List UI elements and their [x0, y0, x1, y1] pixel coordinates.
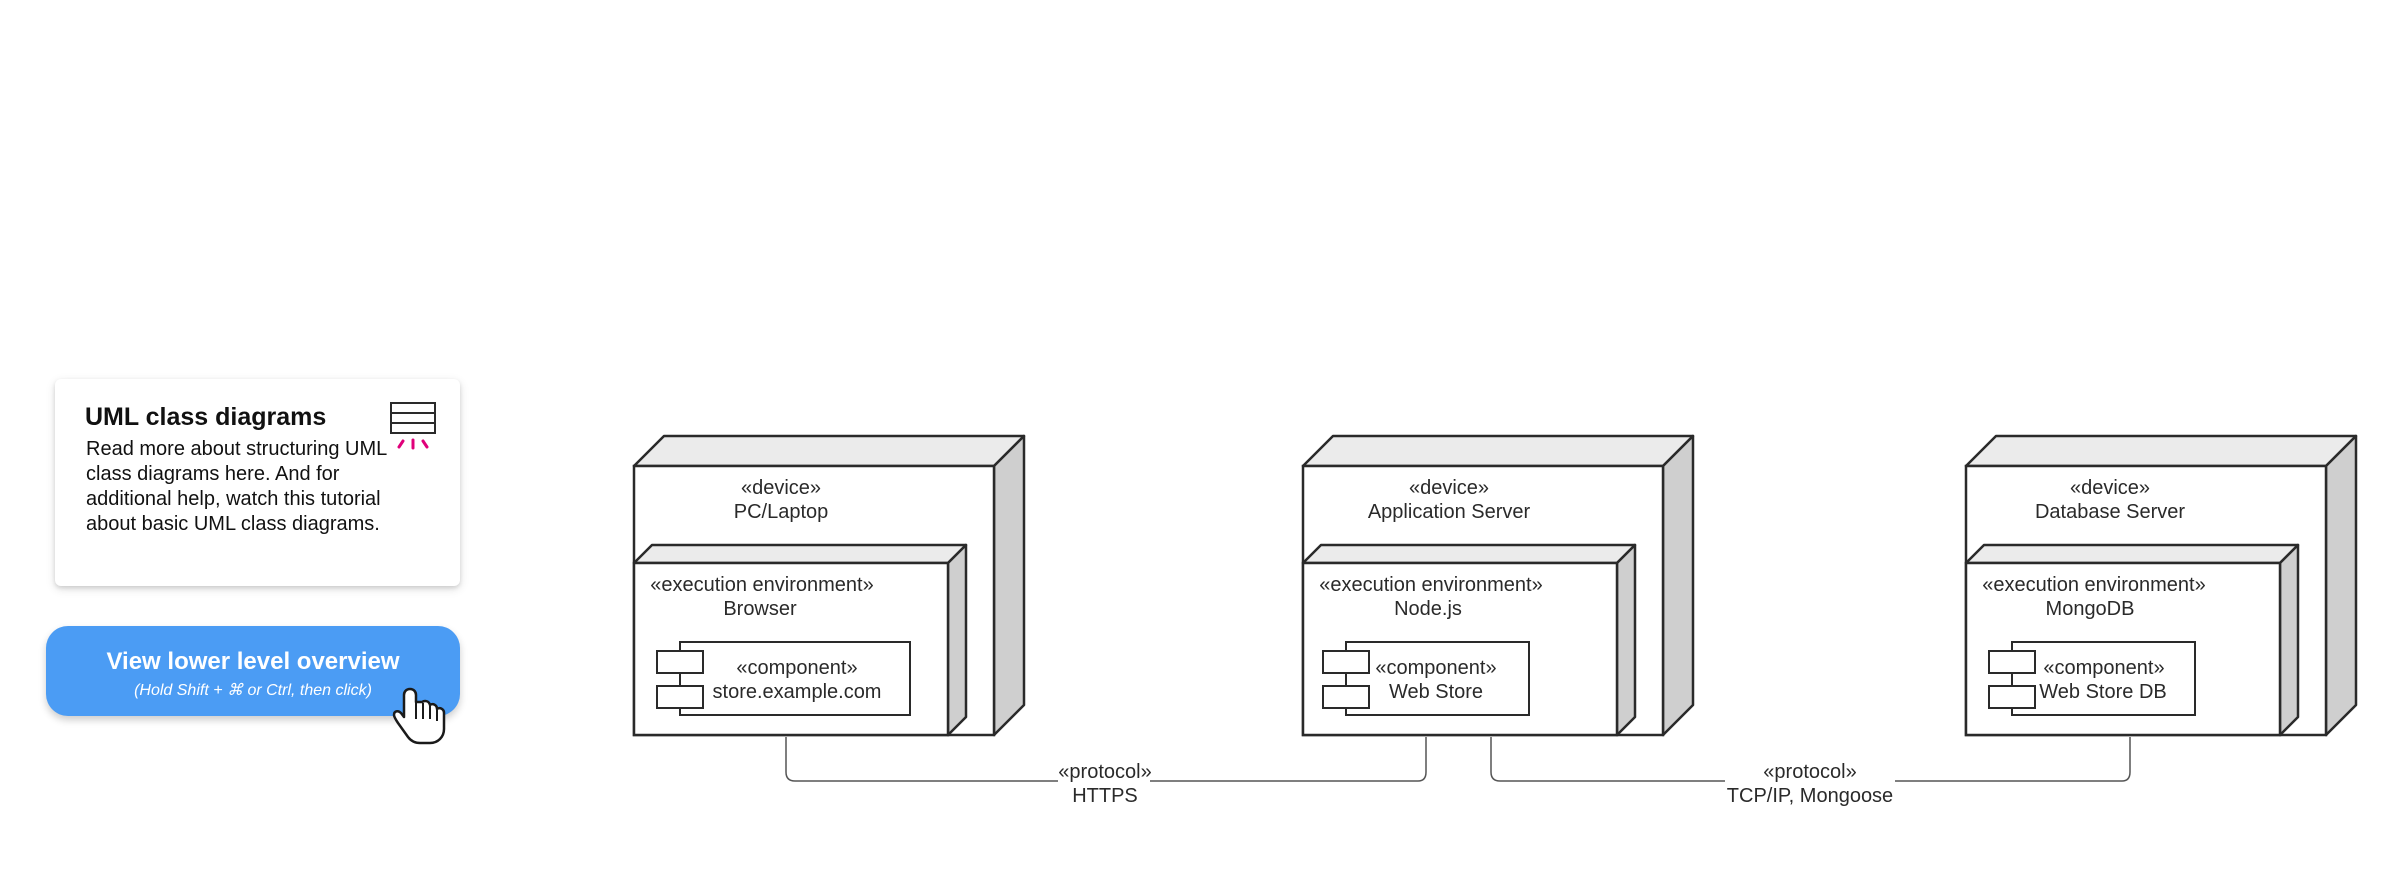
device-stereotype: «device» — [741, 477, 821, 499]
view-button-label: View lower level overview — [106, 648, 400, 675]
env-name: Node.js — [1394, 598, 1462, 620]
device-name: Application Server — [1368, 501, 1531, 523]
hand-pointer-icon — [392, 687, 446, 745]
connector-https-stereotype: «protocol» — [1058, 761, 1151, 783]
env-stereotype: «execution environment» — [1982, 574, 2205, 596]
component-stereotype: «component» — [1375, 657, 1496, 679]
component-icon — [1988, 650, 2036, 709]
env-stereotype: «execution environment» — [1319, 574, 1542, 596]
execution-environment-browser[interactable]: «execution environment» Browser «compone… — [632, 543, 968, 737]
component-icon — [1322, 650, 1370, 709]
view-lower-level-button[interactable]: View lower level overview (Hold Shift + … — [46, 626, 460, 716]
execution-environment-mongodb[interactable]: «execution environment» MongoDB «compone… — [1964, 543, 2300, 737]
connector-tcpip-stereotype: «protocol» — [1763, 761, 1856, 783]
component-store-example[interactable]: «component» store.example.com — [656, 641, 911, 716]
component-web-store[interactable]: «component» Web Store — [1322, 641, 1530, 716]
device-node-pc-laptop[interactable]: «device» PC/Laptop «execution environmen… — [632, 434, 1026, 737]
env-name: Browser — [723, 598, 797, 620]
env-name: MongoDB — [2046, 598, 2135, 620]
component-icon — [656, 650, 704, 709]
info-card-title: UML class diagrams — [85, 403, 327, 431]
device-node-database-server[interactable]: «device» Database Server «execution envi… — [1964, 434, 2358, 737]
connector-https-label: HTTPS — [1072, 785, 1138, 807]
info-card-text[interactable]: Read more about structuring UML class di… — [86, 438, 387, 535]
component-web-store-db[interactable]: «component» Web Store DB — [1988, 641, 2196, 716]
uml-info-card: UML class diagrams Read more about struc… — [55, 379, 460, 586]
component-stereotype: «component» — [736, 657, 857, 679]
component-stereotype: «component» — [2043, 657, 2164, 679]
env-stereotype: «execution environment» — [650, 574, 873, 596]
uml-class-icon — [390, 402, 436, 450]
execution-environment-nodejs[interactable]: «execution environment» Node.js «compone… — [1301, 543, 1637, 737]
component-name: store.example.com — [713, 681, 882, 703]
connector-https[interactable]: «protocol» HTTPS — [785, 737, 1427, 807]
connector-tcpip-label: TCP/IP, Mongoose — [1727, 785, 1893, 807]
device-name: PC/Laptop — [734, 501, 829, 523]
connector-tcpip[interactable]: «protocol» TCP/IP, Mongoose — [1490, 737, 2131, 807]
device-name: Database Server — [2035, 501, 2185, 523]
component-name: Web Store — [1389, 681, 1483, 703]
component-name: Web Store DB — [2039, 681, 2166, 703]
device-stereotype: «device» — [2070, 477, 2150, 499]
view-button-hint: (Hold Shift + ⌘ or Ctrl, then click) — [134, 682, 372, 699]
device-stereotype: «device» — [1409, 477, 1489, 499]
device-node-application-server[interactable]: «device» Application Server «execution e… — [1301, 434, 1695, 737]
